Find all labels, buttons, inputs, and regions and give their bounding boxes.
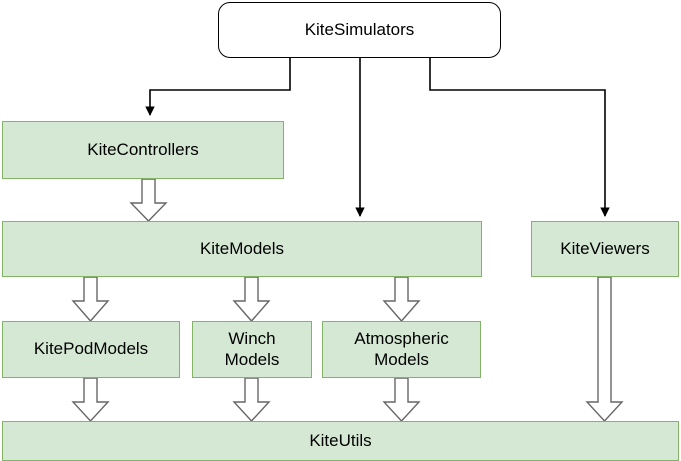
node-kite-models[interactable]: KiteModels [2, 221, 482, 277]
block-arrow-kitemodels-to-kitepodmodels [71, 276, 110, 323]
edge-kitesimulators-to-kitecontrollers [145, 58, 291, 116]
node-label-kite-models: KiteModels [199, 238, 285, 258]
node-kite-simulators[interactable]: KiteSimulators [218, 2, 501, 58]
node-atmospheric-models[interactable]: Atmospheric Models [322, 321, 481, 378]
block-arrow-kitemodels-to-atmosphericmodels [382, 276, 421, 323]
block-arrow-kitemodels-to-winchmodels [232, 276, 271, 323]
node-label-kite-pod-models: KitePodModels [33, 339, 149, 359]
block-arrow-kitepodmodels-to-kiteutils [71, 377, 110, 423]
node-label-atmospheric-models: Atmospheric Models [354, 328, 449, 369]
block-arrow-atmosphericmodels-to-kiteutils [382, 377, 421, 423]
node-kite-controllers[interactable]: KiteControllers [2, 121, 284, 179]
block-arrow-kiteviewers-to-kiteutils [585, 276, 624, 423]
node-kite-utils[interactable]: KiteUtils [2, 421, 679, 461]
node-label-kite-viewers: KiteViewers [560, 238, 650, 258]
node-winch-models[interactable]: Winch Models [192, 321, 312, 378]
node-label-kite-simulators: KiteSimulators [304, 19, 415, 39]
node-label-kite-utils: KiteUtils [309, 430, 372, 450]
block-arrow-winchmodels-to-kiteutils [232, 377, 271, 423]
node-kite-viewers[interactable]: KiteViewers [531, 221, 679, 277]
node-label-winch-models: Winch Models [224, 328, 280, 369]
edge-kitesimulators-to-kiteviewers [429, 58, 610, 217]
node-label-kite-controllers: KiteControllers [87, 139, 199, 159]
node-kite-pod-models[interactable]: KitePodModels [2, 321, 180, 378]
block-arrow-kitecontrollers-to-kitemodels [129, 178, 168, 223]
